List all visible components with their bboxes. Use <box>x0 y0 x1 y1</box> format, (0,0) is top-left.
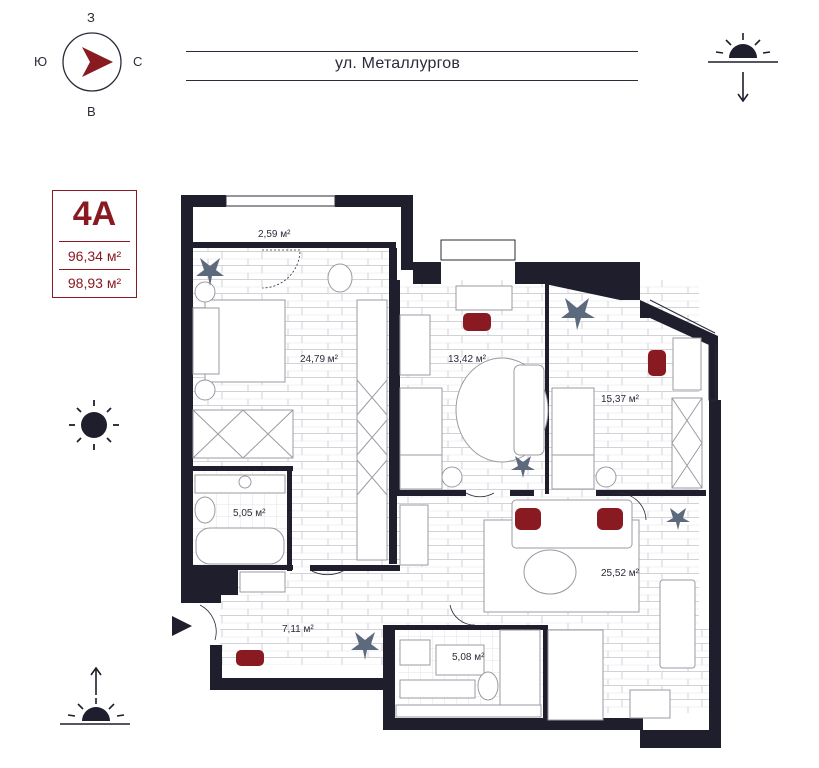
compass-south-label: В <box>87 104 96 119</box>
windows <box>225 195 717 401</box>
entrance-arrow-icon <box>172 616 192 636</box>
street-name: ул. Металлургов <box>335 55 461 72</box>
room-area-hallway: 7,11 м² <box>282 624 314 635</box>
compass-west-label: Ю <box>34 54 48 69</box>
compass-north-label: З <box>87 10 95 25</box>
walls <box>181 195 721 748</box>
apartment-badge: 4А 96,34 м² 98,93 м² <box>52 190 137 298</box>
street-line-top <box>186 51 638 52</box>
badge-separator-2 <box>59 269 130 270</box>
apartment-area-2: 98,93 м² <box>67 275 122 291</box>
room-area-bedroom: 24,79 м² <box>300 354 339 365</box>
apartment-area-1: 96,34 м² <box>67 248 122 264</box>
sunrise-icon <box>60 666 130 725</box>
room-area-living-kitchen: 25,52 м² <box>601 568 640 579</box>
sun-icon <box>69 400 119 450</box>
room-area-bathroom-2: 5,08 м² <box>452 652 485 663</box>
badge-separator-1 <box>59 241 130 242</box>
furniture <box>192 263 703 721</box>
plants <box>196 258 690 660</box>
room-area-kids-room-1: 13,42 м² <box>448 354 487 365</box>
compass-icon <box>62 32 122 92</box>
street-line-bottom <box>186 80 638 81</box>
accent-furniture <box>236 313 666 666</box>
room-area-bathroom-1: 5,05 м² <box>233 508 266 519</box>
compass: З Ю С В <box>30 8 155 123</box>
room-area-balcony: 2,59 м² <box>258 229 291 240</box>
room-area-kids-room-2: 15,37 м² <box>601 394 640 405</box>
door-swings <box>199 249 647 641</box>
apartment-code: 4А <box>72 195 117 233</box>
sunset-icon <box>708 33 778 103</box>
compass-east-label: С <box>133 54 143 69</box>
